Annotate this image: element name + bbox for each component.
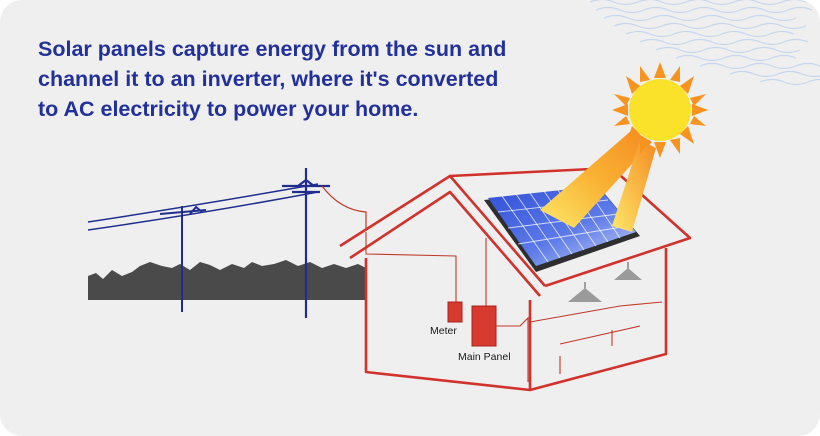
solar-panel-icon: [484, 186, 640, 272]
ground-silhouette: [88, 260, 366, 300]
headline: Solar panels capture energy from the sun…: [38, 34, 598, 124]
meter-icon: [447, 301, 463, 323]
ceiling-light-icon: [614, 262, 642, 280]
meter-label: Meter: [430, 325, 457, 337]
headline-line-3: to AC electricity to power your home.: [38, 97, 419, 121]
sunbeam-right: [612, 140, 656, 232]
headline-line-1: Solar panels capture energy from the sun…: [38, 37, 507, 61]
sunbeam-left: [540, 130, 652, 228]
main-panel-icon: [471, 305, 497, 347]
decorative-wave-lines: [589, 0, 820, 86]
power-lines: [87, 183, 319, 231]
headline-line-2: channel it to an inverter, where it's co…: [38, 67, 499, 91]
main-panel-label: Main Panel: [458, 351, 511, 363]
ceiling-light-icon: [568, 282, 602, 302]
house-outline: [339, 166, 692, 392]
utility-pole-icon: [159, 205, 207, 312]
interior-wiring: [365, 232, 663, 382]
sun-icon: [612, 62, 708, 158]
service-wire: [321, 185, 367, 230]
